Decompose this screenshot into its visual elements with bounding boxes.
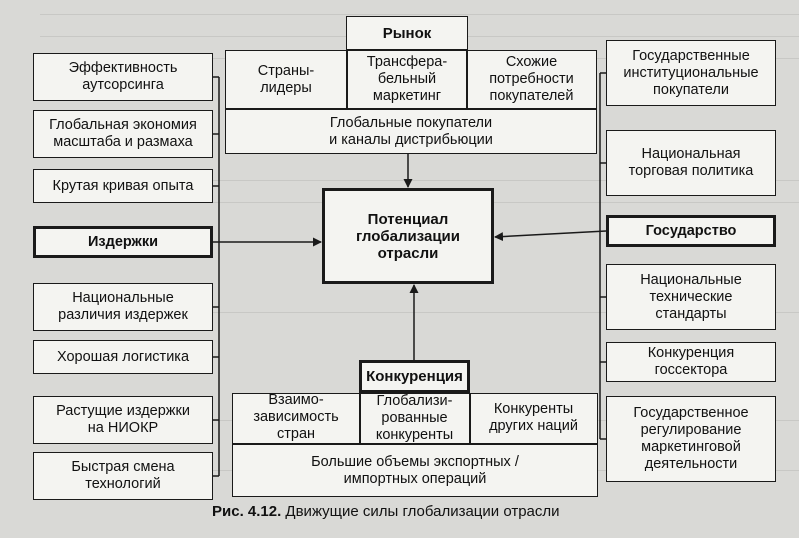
cost-national-differences: Национальные различия издержек <box>33 283 213 331</box>
figure-caption-label: Рис. 4.12. <box>212 503 282 520</box>
market-divider <box>225 108 597 110</box>
competition-globalized-competitors: Глобализи- рованные конкуренты <box>375 392 454 443</box>
competition-divider <box>232 443 598 445</box>
competition-trade-volumes: Большие объемы экспортных / импортных оп… <box>311 453 519 487</box>
competition-divider <box>469 393 471 443</box>
market-transferable-marketing: Трансфера- бельный маркетинг <box>366 53 448 104</box>
market-group <box>225 50 597 154</box>
cost-global-economies-of-scale: Глобальная экономия масштаба и размаха <box>33 110 213 158</box>
cost-steep-experience-curve: Крутая кривая опыта <box>33 169 213 203</box>
competition-other-nations: Конкуренты других наций <box>489 401 578 434</box>
competition-header: Конкуренция <box>359 360 470 393</box>
market-header: Рынок <box>346 16 468 50</box>
background-text-line <box>40 14 799 15</box>
competition-group <box>232 393 598 497</box>
background-text-line <box>40 180 799 181</box>
market-divider <box>466 50 468 108</box>
gov-national-trade-policy: Национальная торговая политика <box>606 130 776 196</box>
gov-marketing-regulation: Государственное регулирование маркетинго… <box>606 396 776 482</box>
background-text-line <box>40 312 799 313</box>
competition-divider <box>359 393 361 443</box>
figure-caption: Рис. 4.12. Движущие силы глобализации от… <box>212 503 560 520</box>
cost-fast-technology-change: Быстрая смена технологий <box>33 452 213 500</box>
market-similar-needs: Схожие потребности покупателей <box>489 53 574 104</box>
market-leading-countries: Страны- лидеры <box>257 62 315 96</box>
figure-caption-text: Движущие силы глобализации отрасли <box>281 503 560 520</box>
cost-good-logistics: Хорошая логистика <box>33 340 213 374</box>
market-global-buyers-channels: Глобальные покупатели и каналы дистрибью… <box>329 114 493 148</box>
market-divider <box>346 50 348 108</box>
government-arrow <box>494 230 607 242</box>
cost-rising-rnd: Растущие издержки на НИОКР <box>33 396 213 444</box>
costs-header: Издержки <box>33 226 213 258</box>
competition-country-interdependence: Взаимо- зависимость стран <box>253 391 339 442</box>
government-header: Государство <box>606 215 776 247</box>
gov-public-sector-competition: Конкуренция госсектора <box>606 342 776 382</box>
gov-technical-standards: Национальные технические стандарты <box>606 264 776 330</box>
gov-institutional-buyers: Государственные институциональные покупа… <box>606 40 776 106</box>
globalization-potential-center: Потенциал глобализации отрасли <box>322 188 494 284</box>
cost-outsourcing-efficiency: Эффективность аутсорсинга <box>33 53 213 101</box>
